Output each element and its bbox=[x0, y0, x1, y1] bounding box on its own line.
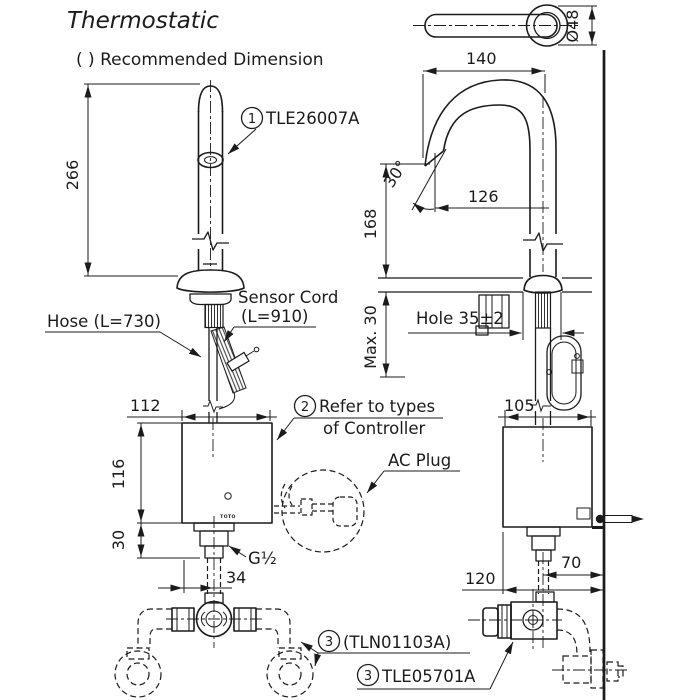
callout-supply: 3 (TLN01103A) bbox=[300, 629, 470, 667]
dim-controller-width: 112 bbox=[130, 396, 161, 415]
dim-spout-height: 168 bbox=[361, 209, 380, 240]
dim-height-266: 266 bbox=[63, 160, 82, 191]
controller-note: 2 Refer to types of Controller bbox=[276, 394, 443, 441]
under-deck-front bbox=[189, 293, 260, 423]
supply-circle-right bbox=[266, 650, 314, 698]
sensor-window bbox=[197, 151, 224, 169]
outlet-fitting-side bbox=[526, 526, 561, 650]
recommended-dimension-note: ( ) Recommended Dimension bbox=[76, 50, 324, 70]
ac-plug-head bbox=[595, 514, 605, 524]
dim-spout-reach-top: 140 bbox=[466, 49, 497, 68]
controller-box-side bbox=[502, 418, 644, 529]
dim-266: 266 bbox=[63, 83, 200, 277]
dim-deck-thickness: Max. 30 bbox=[361, 305, 380, 369]
supply-piping-side bbox=[552, 608, 628, 689]
dim-angle-reach: 30° 126 bbox=[380, 148, 549, 214]
faucet-side bbox=[424, 79, 563, 294]
dim-105: 105 bbox=[498, 396, 596, 426]
controller-note-line2: of Controller bbox=[323, 419, 426, 438]
threaded-shank bbox=[204, 303, 224, 329]
supply-piping-front bbox=[114, 608, 314, 698]
faucet-front bbox=[176, 80, 245, 293]
mixing-valve-side bbox=[468, 589, 562, 650]
hose-label: Hose (L=730) bbox=[45, 312, 202, 358]
hose-label-text: Hose (L=730) bbox=[47, 312, 161, 331]
dim-spout-reach: 126 bbox=[468, 187, 499, 206]
callout-1-label: TLE26007A bbox=[265, 109, 360, 128]
outlet-fitting-front: G½ bbox=[193, 516, 277, 648]
callout-spout: 1 TLE26007A bbox=[227, 106, 360, 155]
dim-hole: Hole 35±2 bbox=[408, 309, 584, 337]
dim-168-max30: 168 Max. 30 bbox=[361, 163, 430, 378]
front-view: 266 1 TLE26007A bbox=[45, 80, 470, 698]
dim-pipe-to-wall: 70 bbox=[561, 553, 581, 572]
dim-spout-angle: 30° bbox=[380, 157, 411, 191]
sensor-cord-plug bbox=[226, 351, 250, 372]
callout-3b-label: TLE05701A bbox=[381, 667, 476, 686]
dim-dia48: Ø48 bbox=[558, 5, 597, 46]
sensor-cord-label: Sensor Cord (L=910) bbox=[223, 288, 338, 343]
dim-controller-to-wall: 120 bbox=[465, 569, 496, 588]
side-view: Ø48 140 30° bbox=[356, 4, 644, 700]
sensor-cord-label-line1: Sensor Cord bbox=[238, 288, 338, 307]
sensor-cord bbox=[210, 326, 247, 394]
callout-3a-label: (TLN01103A) bbox=[343, 633, 451, 652]
callout-3b-number: 3 bbox=[364, 669, 372, 684]
break-symbol bbox=[192, 231, 229, 251]
deck-section bbox=[378, 277, 592, 340]
break-symbol-side bbox=[523, 232, 563, 252]
thread-label: G½ bbox=[248, 549, 277, 568]
supply-circle-left bbox=[114, 650, 162, 698]
shank-break bbox=[530, 398, 551, 413]
dim-controller-width-side: 105 bbox=[504, 396, 535, 415]
controller-led bbox=[224, 492, 232, 500]
mixing-valve-front bbox=[166, 592, 262, 638]
under-deck-side bbox=[475, 291, 584, 425]
dim-140: 140 bbox=[422, 49, 546, 158]
ac-plug-blade bbox=[603, 515, 633, 523]
dim-112: 112 bbox=[127, 396, 277, 421]
dim-34: 34 bbox=[158, 560, 246, 593]
ac-plug-label: AC Plug bbox=[388, 451, 451, 470]
controller-note-line1: Refer to types bbox=[319, 397, 435, 416]
ac-plug-detail-circle bbox=[281, 469, 365, 553]
callout-3a-number: 3 bbox=[325, 635, 333, 650]
callout-2-number: 2 bbox=[301, 400, 309, 415]
dim-offset-34: 34 bbox=[226, 568, 246, 587]
ac-plug-detail: AC Plug bbox=[274, 451, 460, 553]
dim-controller-height: 116 bbox=[109, 459, 128, 490]
sensor-cord-label-line2: (L=910) bbox=[241, 307, 308, 326]
dim-hole-label: Hole 35±2 bbox=[416, 309, 504, 328]
dim-116-30: 116 30 bbox=[109, 422, 200, 559]
controller-box-front: TOTO bbox=[181, 418, 273, 524]
dim-70-120: 70 120 bbox=[462, 532, 604, 594]
dim-spout-diameter: Ø48 bbox=[563, 10, 582, 43]
callout-1-number: 1 bbox=[248, 112, 256, 127]
ac-plug-body bbox=[332, 496, 358, 527]
spout-plan-view bbox=[413, 4, 578, 47]
callout-valve: 3 TLE05701A bbox=[356, 641, 514, 690]
base-flange bbox=[176, 269, 245, 293]
hose-break bbox=[203, 399, 223, 414]
controller-logo: TOTO bbox=[220, 514, 236, 520]
dim-shank-30: 30 bbox=[109, 530, 128, 550]
base-flange-side bbox=[523, 274, 563, 294]
drawing-title: Thermostatic bbox=[67, 8, 219, 34]
